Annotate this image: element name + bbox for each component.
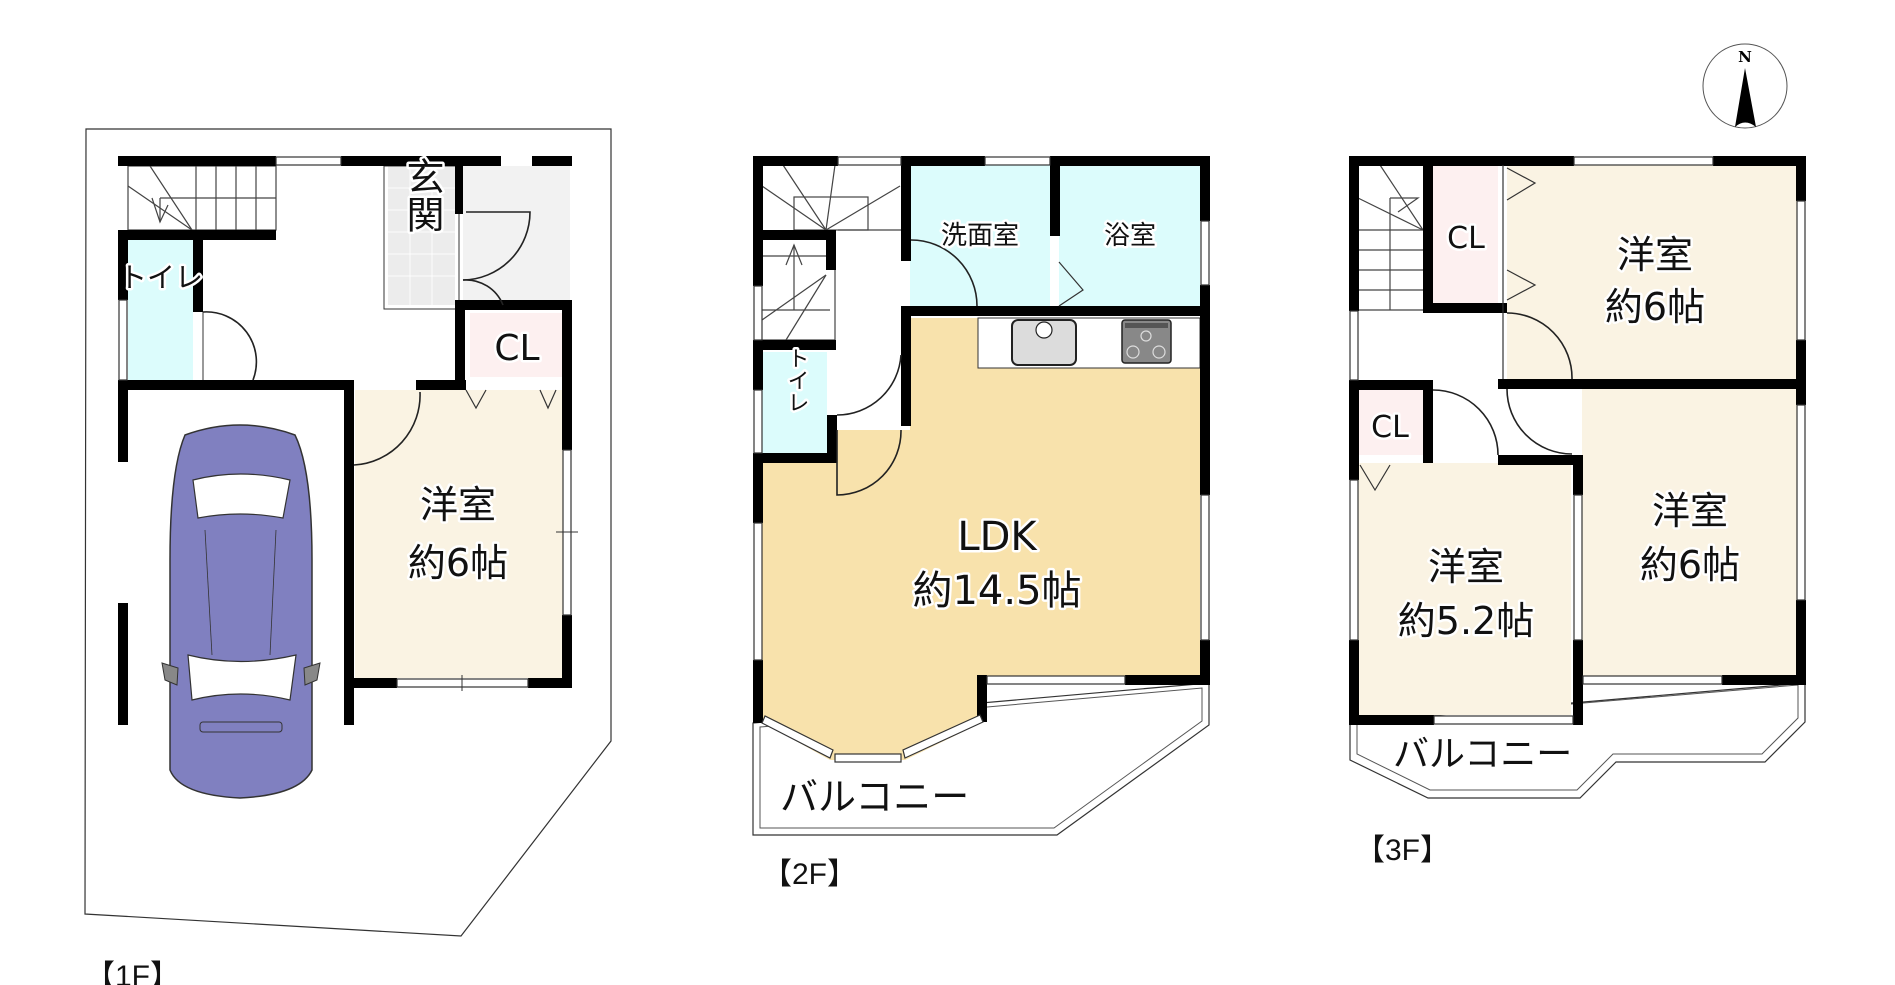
room-label-western-1f: 洋室 [420,483,496,527]
lot-boundary [84,128,612,937]
western-room-ne-fill [1507,165,1797,379]
compass: N [1702,43,1788,129]
entrance-fill [388,166,455,305]
walls-1f [118,156,572,725]
washroom-fill [910,165,1050,310]
stove-icon [1121,319,1172,364]
floor-3f: CL 洋室 約6帖 CL 洋室 約5.2帖 洋室 約6帖 バルコニー 【3F】 [1349,156,1806,867]
room-label-washroom: 洗面室 [941,221,1019,251]
sink-icon [1011,319,1077,366]
room-label-balcony-3f: バルコニー [1393,734,1572,775]
closet-3f-lower-fill [1358,389,1423,455]
bathroom-fill [1059,165,1200,310]
room-label-western-sw: 洋室 [1428,545,1504,589]
room-label-balcony-2f: バルコニー [780,775,969,819]
room-size-western-1f: 約6帖 [408,541,508,585]
room-label-entrance: 玄関 [400,157,444,233]
western-room-sw-fill [1358,463,1571,715]
toilet-2f-fill [762,352,827,453]
room-label-toilet-1f: トイレ [119,261,203,294]
room-size-ldk: 約14.5帖 [912,568,1081,614]
room-label-western-ne: 洋室 [1617,233,1693,277]
western-room-1f-fill [355,390,566,678]
balcony-3f [1349,682,1806,799]
room-label-closet-3f-upper: CL [1447,221,1485,256]
room-size-western-se: 約6帖 [1640,543,1740,587]
room-label-ldk: LDK [957,514,1038,560]
car-icon [161,424,321,799]
walls-2f [753,156,1210,723]
walls-3f [1349,156,1806,725]
porch-fill [463,166,570,305]
staircase-3f [1357,164,1424,311]
closet-3f-upper-fill [1433,165,1498,303]
room-size-western-sw: 約5.2帖 [1398,599,1534,643]
room-label-closet-1f: CL [494,328,539,369]
toilet-1f-fill [128,240,193,380]
room-label-bathroom: 浴室 [1104,221,1156,251]
ldk-fill [762,318,1200,760]
floor-label-1f: 【1F】 [85,960,180,985]
staircase-2f [761,164,905,341]
floor-1f: トイレ 玄関 CL 洋室 約6帖 【1F】 [84,128,612,985]
room-label-toilet-2f: トイレ [784,347,809,413]
north-arrow-icon [1735,68,1756,127]
compass-north-label: N [1738,48,1752,66]
floor-2f: 洗面室 浴室 トイレ LDK 約14.5帖 バルコニー 【2F】 [752,156,1210,891]
floor-label-3f: 【3F】 [1355,834,1450,867]
room-label-closet-3f-lower: CL [1371,410,1409,445]
floor-label-2f: 【2F】 [762,858,857,891]
staircase-1f [127,165,277,231]
western-room-se-fill [1582,389,1797,679]
room-size-western-ne: 約6帖 [1605,285,1705,329]
room-label-western-se: 洋室 [1652,489,1728,533]
closet-1f-fill [470,313,565,377]
